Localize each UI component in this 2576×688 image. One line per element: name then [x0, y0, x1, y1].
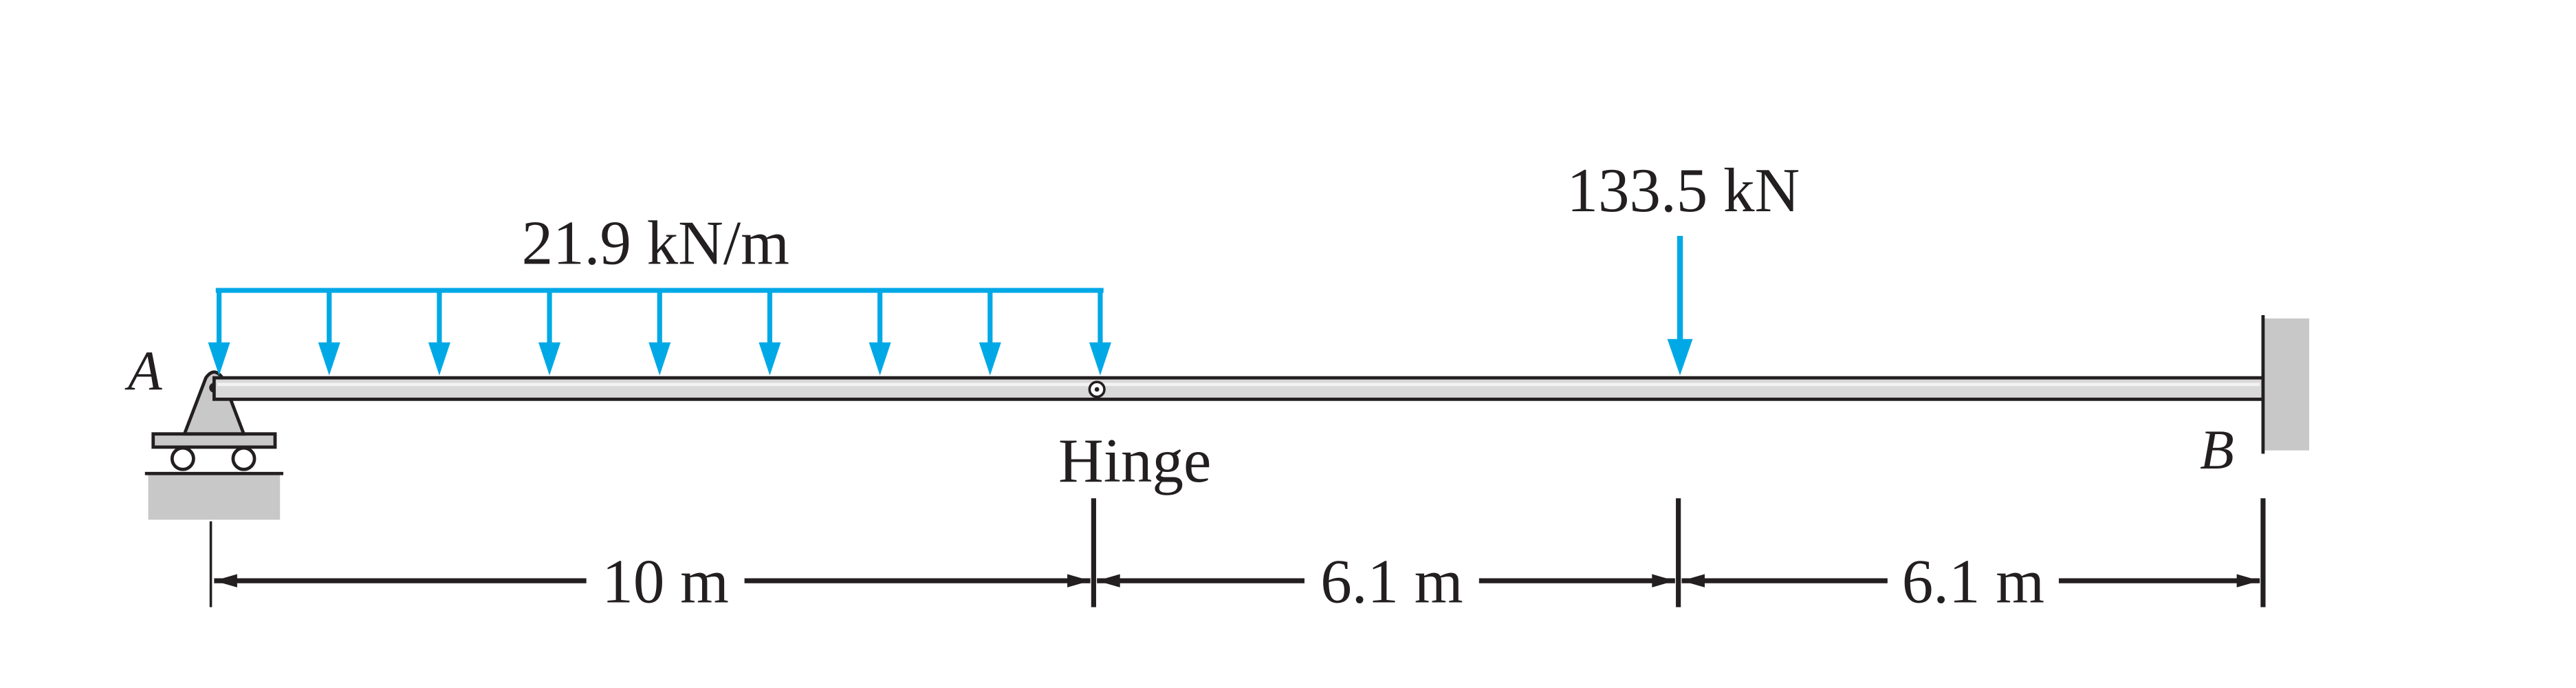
dimension-span-2: 6.1 m	[1097, 546, 1675, 616]
distributed-load	[208, 288, 1111, 376]
distributed-load-label: 21.9 kN/m	[522, 208, 789, 278]
dimension-span-2-label: 6.1 m	[1320, 546, 1463, 616]
distributed-load-arrow	[208, 290, 230, 376]
distributed-load-arrow	[538, 290, 561, 376]
distributed-load-arrow	[758, 290, 781, 376]
fixed-wall-b	[2262, 318, 2309, 451]
distributed-load-arrow	[648, 290, 671, 376]
distributed-load-arrow	[1089, 290, 1111, 376]
support-b-label: B	[2200, 418, 2234, 481]
point-load-arrow	[1667, 235, 1693, 376]
point-load-label: 133.5 kN	[1567, 155, 1800, 225]
distributed-load-arrow	[869, 290, 891, 376]
support-a-label: A	[124, 339, 163, 402]
distributed-load-arrow	[318, 290, 340, 376]
dimension-span-1: 10 m	[214, 546, 1091, 616]
dimension-span-3: 6.1 m	[1681, 546, 2260, 616]
dimension-span-3-label: 6.1 m	[1902, 546, 2044, 616]
ground-block	[148, 473, 281, 520]
distributed-load-arrow	[428, 290, 450, 376]
hinge-symbol	[1088, 380, 1106, 398]
distributed-load-arrow	[979, 290, 1001, 376]
dimension-span-1-label: 10 m	[602, 546, 729, 616]
dimension-extensions	[1091, 498, 2266, 608]
beam	[212, 376, 2265, 401]
hinge-label: Hinge	[1058, 426, 1211, 495]
